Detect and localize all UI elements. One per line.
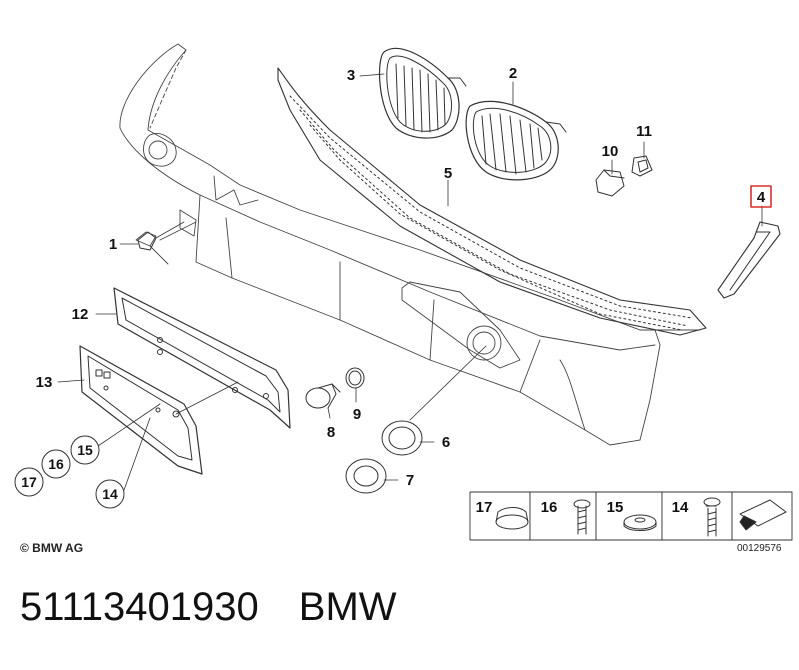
callout-3: 3 bbox=[347, 67, 355, 84]
license-plate-base bbox=[79, 345, 203, 475]
legend-label-16: 16 bbox=[541, 499, 558, 516]
part-11-cap bbox=[631, 155, 653, 177]
part-6-ring bbox=[381, 420, 423, 456]
part-8-sensor bbox=[305, 383, 341, 409]
callout-16-circle bbox=[41, 449, 71, 479]
callout-13: 13 bbox=[36, 374, 53, 391]
leader-lines bbox=[57, 73, 763, 491]
callout-5: 5 bbox=[444, 165, 452, 182]
legend-14-screw bbox=[703, 497, 721, 537]
callout-15-circle bbox=[70, 435, 100, 465]
legend-17-grommet bbox=[495, 507, 529, 530]
callout-7: 7 bbox=[406, 472, 414, 489]
callout-11: 11 bbox=[636, 123, 652, 140]
license-plate-frame bbox=[113, 287, 291, 429]
callout-1: 1 bbox=[109, 236, 117, 253]
part-10-cover bbox=[595, 169, 625, 197]
legend-arrow-icon bbox=[739, 499, 787, 531]
callout-4: 4 bbox=[757, 189, 766, 206]
legend-15-washer bbox=[623, 514, 657, 531]
mesh-grille-strip bbox=[277, 67, 707, 336]
part-7-ring bbox=[345, 458, 387, 494]
callout-4-highlight-box bbox=[750, 185, 772, 208]
callout-14: 14 bbox=[102, 486, 118, 502]
callout-2: 2 bbox=[509, 65, 517, 82]
brand-name: BMW bbox=[298, 585, 397, 629]
copyright-text: © BMW AG bbox=[20, 541, 84, 555]
footer-caption: 51113401930 BMW bbox=[20, 585, 397, 630]
legend-16-screw bbox=[573, 499, 591, 535]
callout-17-circle bbox=[14, 467, 44, 497]
callout-16: 16 bbox=[48, 456, 64, 472]
legend-label-14: 14 bbox=[672, 499, 689, 516]
callout-10: 10 bbox=[602, 143, 619, 160]
bumper-cover bbox=[119, 43, 701, 446]
kidney-grille-right bbox=[465, 100, 567, 181]
callout-12: 12 bbox=[72, 306, 89, 323]
callout-15: 15 bbox=[77, 442, 93, 458]
callout-6: 6 bbox=[442, 434, 450, 451]
part-1-tow-cover bbox=[137, 231, 157, 251]
legend-label-17: 17 bbox=[476, 499, 493, 516]
kidney-grille-left bbox=[378, 47, 467, 139]
callout-8: 8 bbox=[327, 424, 335, 441]
part-9-ring bbox=[345, 367, 365, 389]
diagram-id: 00129576 bbox=[737, 543, 782, 554]
part-4-trim-strip bbox=[717, 221, 781, 299]
legend-box bbox=[469, 491, 793, 541]
legend-label-15: 15 bbox=[607, 499, 624, 516]
callout-9: 9 bbox=[353, 406, 361, 423]
callout-17: 17 bbox=[21, 474, 37, 490]
callout-14-circle bbox=[95, 479, 125, 509]
part-number: 51113401930 bbox=[20, 585, 259, 629]
